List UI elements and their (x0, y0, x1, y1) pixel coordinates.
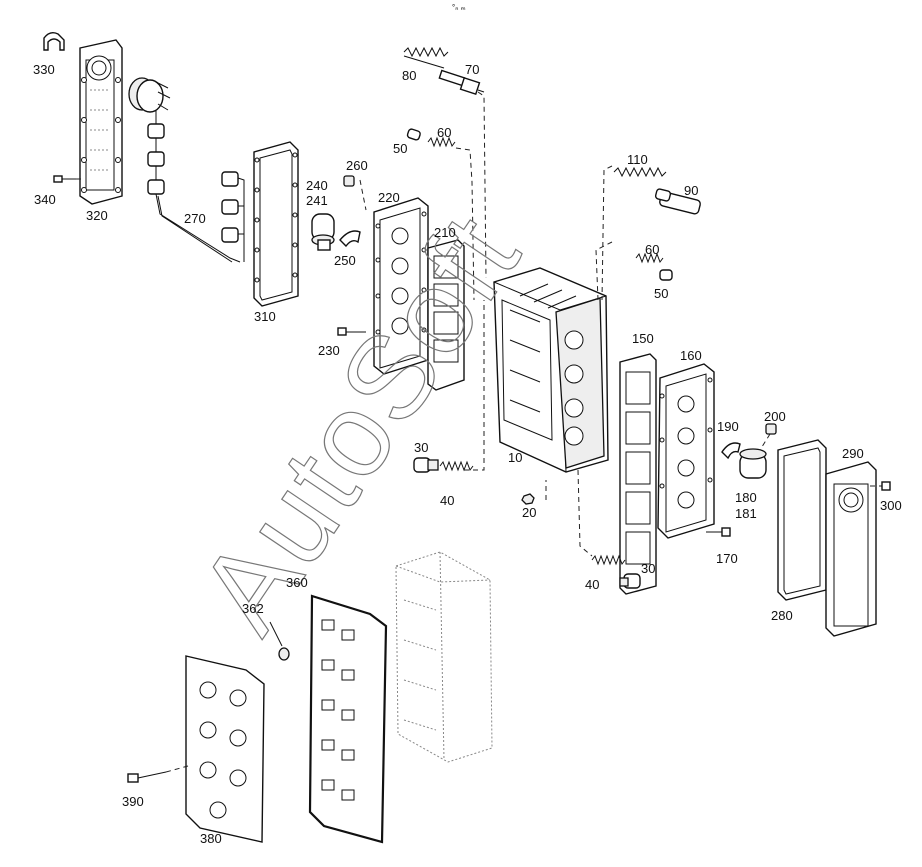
callout-340: 340 (34, 192, 56, 207)
part-30b-plug (619, 573, 641, 589)
part-280-gasket (777, 439, 827, 601)
part-50a-plug (406, 128, 421, 141)
part-150-gasket (619, 353, 657, 595)
part-20-nut (521, 493, 535, 505)
callout-190: 190 (717, 419, 739, 434)
part-270-harness (128, 77, 245, 263)
callout-10: 10 (508, 450, 522, 465)
callout-170: 170 (716, 551, 738, 566)
callout-30b: 30 (641, 561, 655, 576)
callout-240: 240 (306, 178, 328, 193)
part-360-plate (308, 594, 388, 844)
part-220-valve-body (373, 197, 429, 375)
callout-250: 250 (334, 253, 356, 268)
part-240-solenoid (311, 213, 335, 251)
callout-150: 150 (632, 331, 654, 346)
part-190-clamp (721, 442, 741, 460)
part-90-valve (654, 188, 701, 215)
callout-330: 330 (33, 62, 55, 77)
part-290-cover (825, 461, 877, 637)
part-80-spring (403, 46, 449, 69)
part-110-spring (613, 166, 667, 178)
part-10-main-housing (493, 267, 609, 473)
part-330-clip (43, 31, 65, 51)
callout-310: 310 (254, 309, 276, 324)
assembly-guide-lines (359, 91, 771, 557)
callout-labels: 330 340 320 270 310 80 70 60 50 260 240 … (33, 62, 902, 846)
callout-160: 160 (680, 348, 702, 363)
callout-60b: 60 (645, 242, 659, 257)
part-362-pin (269, 621, 290, 661)
callout-50a: 50 (393, 141, 407, 156)
part-260-plug (343, 175, 355, 187)
callout-280: 280 (771, 608, 793, 623)
callout-90: 90 (684, 183, 698, 198)
part-60b-spring (635, 252, 664, 264)
callout-290: 290 (842, 446, 864, 461)
part-250-clamp (339, 230, 361, 248)
part-180-solenoid (739, 448, 767, 479)
callout-241: 241 (306, 193, 328, 208)
part-40b-spring (591, 554, 626, 566)
callout-200: 200 (764, 409, 786, 424)
top-mark: °ₙ ₘ (452, 3, 466, 12)
part-310-gasket (253, 141, 299, 307)
ghost-valve-body (395, 551, 493, 763)
callout-60a: 60 (437, 125, 451, 140)
part-380-plate (185, 655, 265, 843)
callout-181: 181 (735, 506, 757, 521)
part-50b-plug (659, 269, 673, 281)
callout-50b: 50 (654, 286, 668, 301)
callout-270: 270 (184, 211, 206, 226)
callout-40b: 40 (585, 577, 599, 592)
callout-380: 380 (200, 831, 222, 846)
part-70-valve (438, 69, 485, 96)
callout-390: 390 (122, 794, 144, 809)
callout-70: 70 (465, 62, 479, 77)
callout-210: 210 (434, 225, 456, 240)
part-30a-plug (413, 457, 439, 473)
callout-230: 230 (318, 343, 340, 358)
part-170-bolt (706, 527, 731, 537)
part-390-bolt (127, 765, 189, 783)
part-200-plug (765, 423, 777, 435)
callout-260: 260 (346, 158, 368, 173)
callout-40a: 40 (440, 493, 454, 508)
part-210-gasket (427, 239, 465, 391)
part-230-bolt (337, 327, 366, 336)
callout-110: 110 (627, 152, 648, 167)
callout-360: 360 (286, 575, 308, 590)
part-160-valve-body (657, 363, 715, 539)
callout-362: 362 (242, 601, 264, 616)
callout-180: 180 (735, 490, 757, 505)
callout-220: 220 (378, 190, 400, 205)
callout-20: 20 (522, 505, 536, 520)
part-320-cover (79, 39, 123, 205)
callout-300: 300 (880, 498, 902, 513)
part-60a-spring (427, 136, 456, 148)
callout-30a: 30 (414, 440, 428, 455)
part-40a-spring (439, 460, 474, 472)
callout-320: 320 (86, 208, 108, 223)
part-340-bolt (53, 175, 84, 183)
part-300-bolt (870, 481, 891, 491)
callout-80: 80 (402, 68, 416, 83)
